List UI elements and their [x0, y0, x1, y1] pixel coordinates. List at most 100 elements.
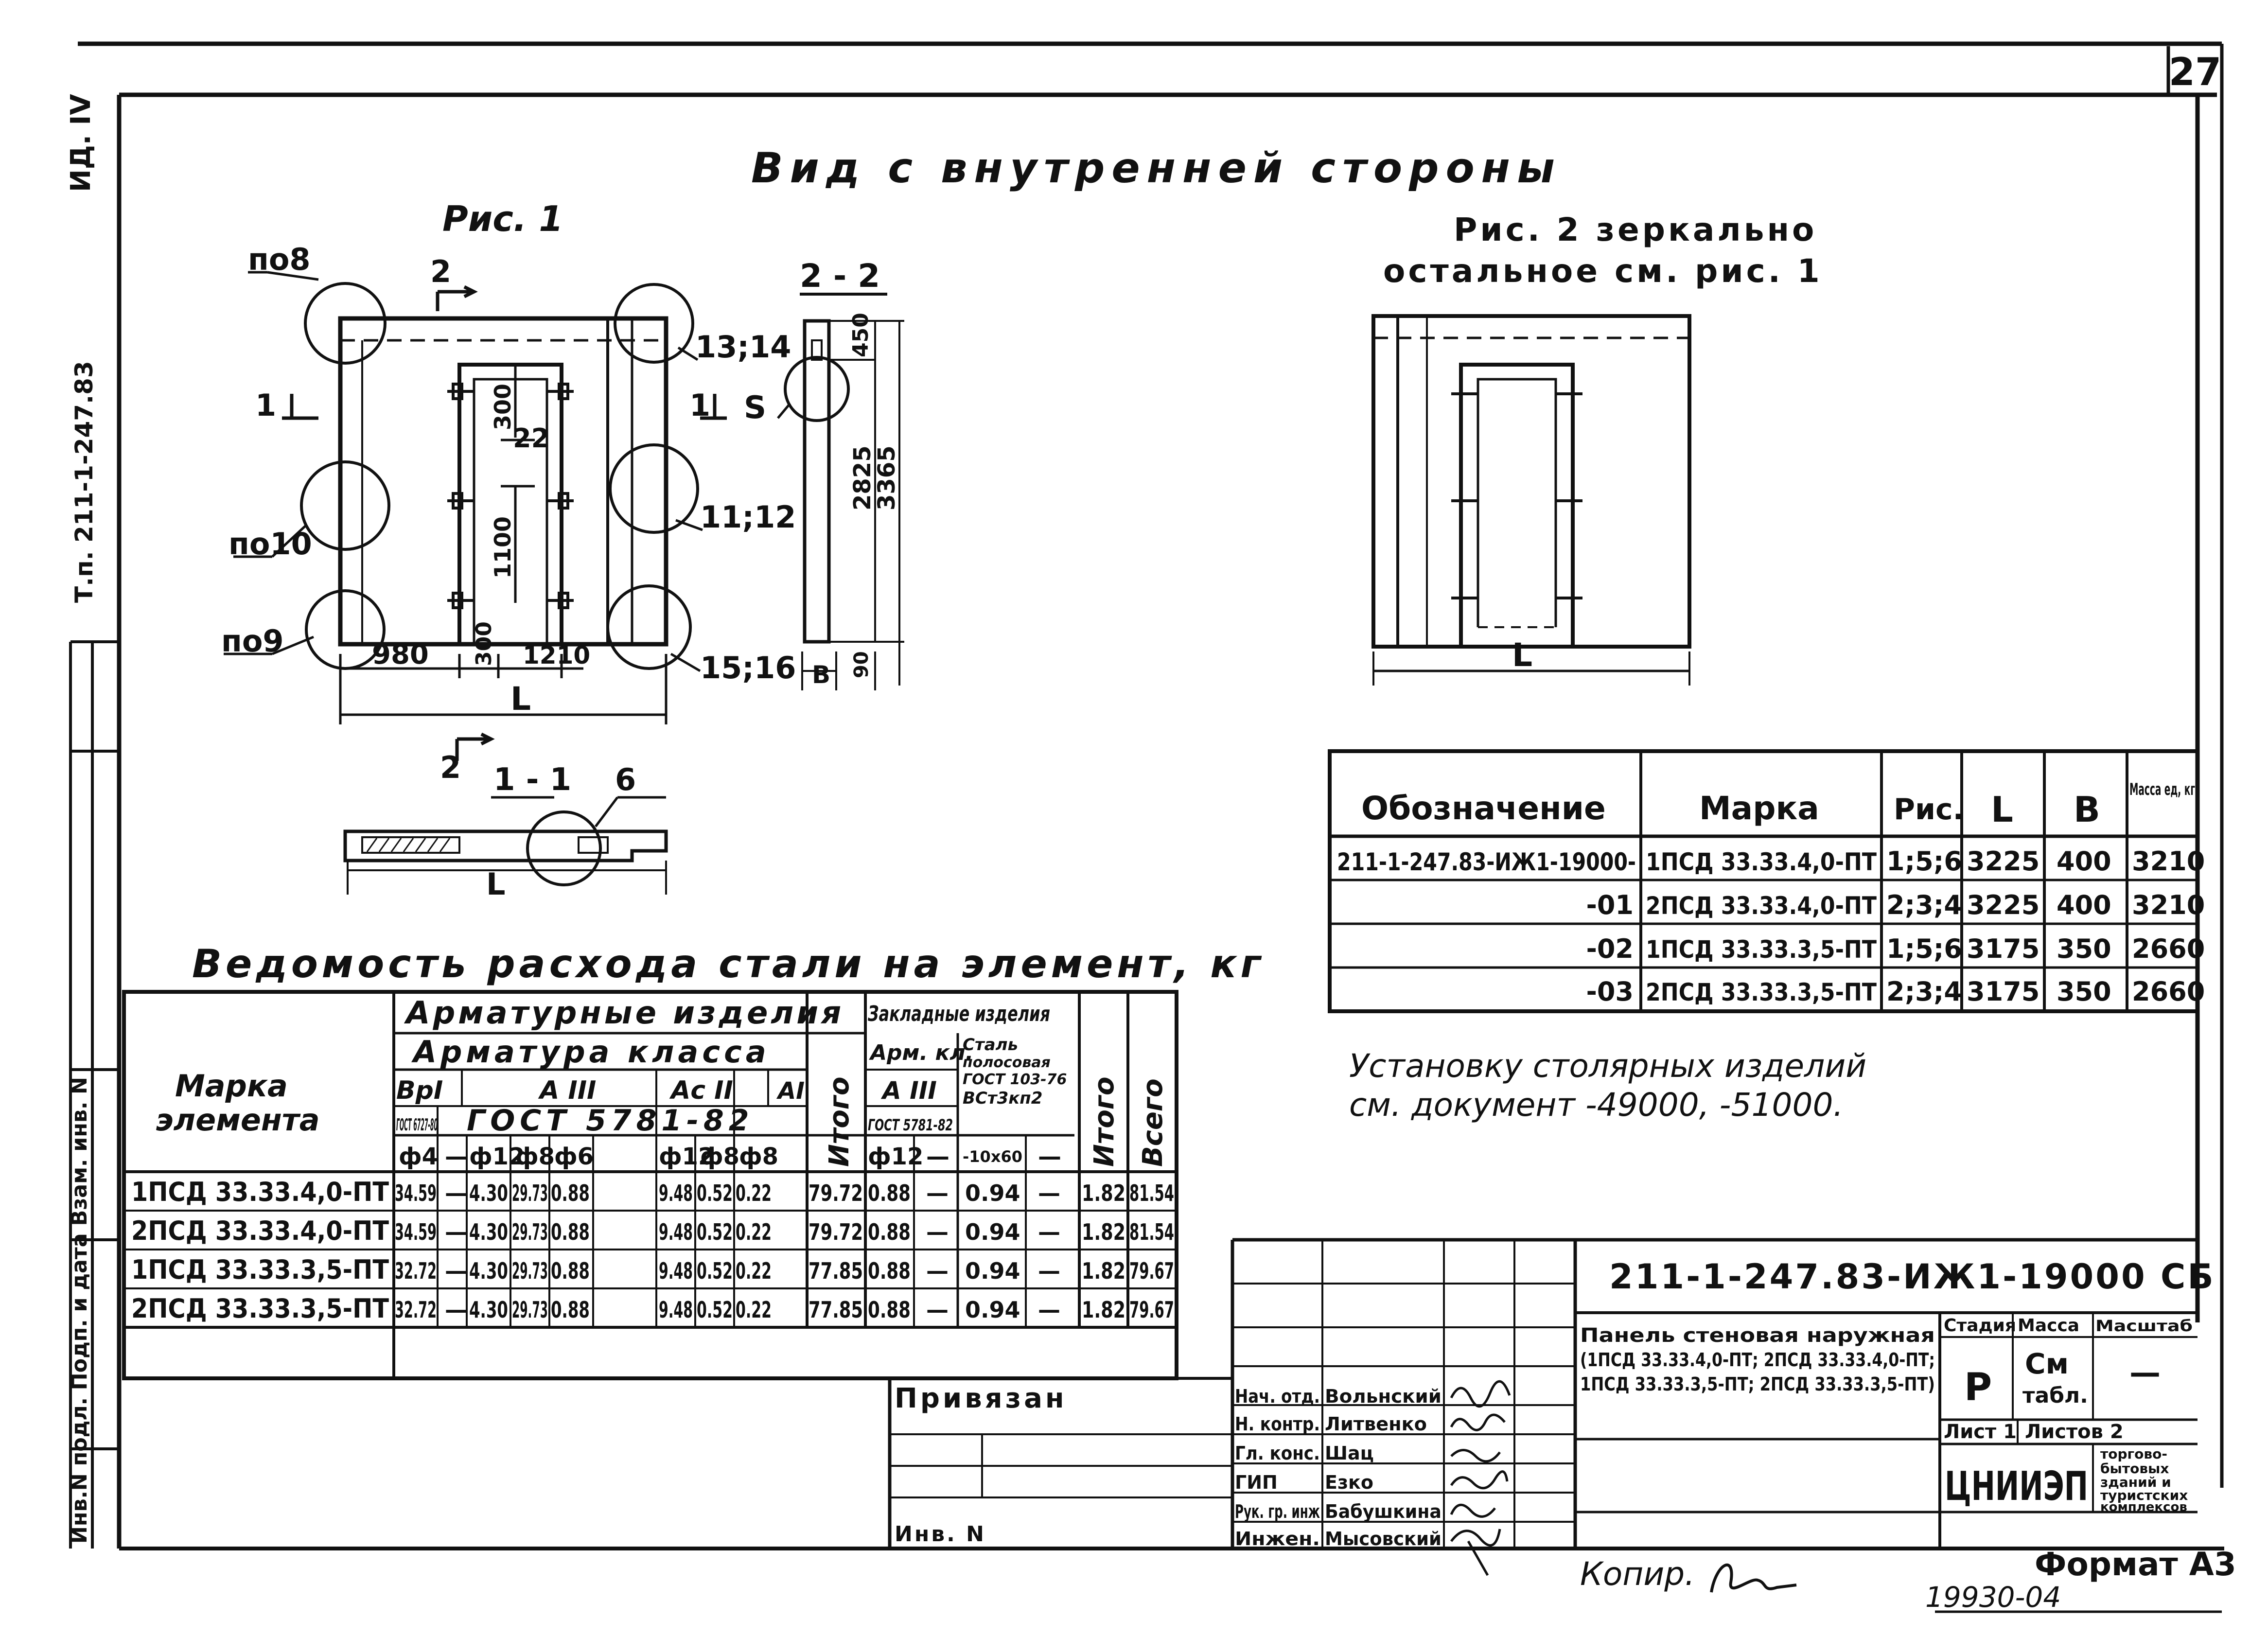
callout-13-14: 13;14	[695, 329, 791, 365]
st-r3-c15: 79.67	[1129, 1297, 1174, 1323]
st-d-3: ф8	[515, 1143, 555, 1170]
st-r2-c4: 29.73	[512, 1258, 548, 1284]
st-d-5: ф12	[659, 1143, 714, 1170]
tb-org-sub-1: торгово-	[2100, 1446, 2167, 1462]
st-h-arm-izd: Арматурные изделия	[404, 995, 844, 1031]
mt-r2-L: 3175	[1967, 933, 2039, 964]
st-r3-mark: 2ПСД 33.33.3,5-ПТ	[131, 1293, 389, 1324]
mt-r0-B: 400	[2057, 846, 2111, 877]
fig2-title-line1: Рис. 2 зеркально	[1454, 211, 1817, 248]
mt-r1-B: 400	[2057, 890, 2111, 920]
st-r1-c8: 0.22	[736, 1219, 772, 1245]
sheet-number: 27	[2169, 51, 2222, 94]
st-r1-c15: 81.54	[1129, 1219, 1174, 1245]
tb-signer-role-3: ГИП	[1235, 1472, 1278, 1493]
st-r3-c9: 77.85	[809, 1297, 863, 1323]
tb-signer-name-0: Вольнский	[1325, 1386, 1442, 1407]
section-2-2-title: 2 - 2	[800, 257, 880, 295]
fig2-title-line2: остальное см. рис. 1	[1383, 252, 1823, 290]
st-r3-c5: 0.88	[551, 1297, 590, 1323]
st-r2-c8: 0.22	[736, 1258, 772, 1284]
tb-stage: Р	[1964, 1366, 1992, 1409]
fig2-dim-L: L	[1512, 636, 1532, 674]
callout-15-16: 15;16	[700, 650, 796, 686]
tb-name-line1: Панель стеновая наружная	[1580, 1324, 1935, 1347]
callout-11-12: 11;12	[700, 499, 796, 535]
mt-r3-L: 3175	[1967, 976, 2039, 1007]
tb-signer-role-1: Н. контр.	[1235, 1413, 1320, 1435]
sheet-frame	[78, 41, 2224, 1550]
mt-r2-fig: 1;5;6	[1886, 933, 1962, 964]
st-r2-c2: —	[445, 1258, 467, 1284]
tb-org-sub-5: комплексов	[2100, 1500, 2187, 1514]
tb-h-mass: Масса	[2018, 1316, 2079, 1336]
st-h-mark-1: Марка	[175, 1068, 288, 1104]
format-label: Формат А3	[2035, 1546, 2236, 1583]
st-r0-c6: 9.48	[659, 1180, 693, 1206]
st-r1-c1: 34.59	[395, 1219, 437, 1245]
tb-mass-2: табл.	[2022, 1383, 2088, 1408]
copy-signature-icon	[1710, 1563, 1797, 1593]
st-r0-c2: —	[445, 1180, 467, 1206]
mt-header-L: L	[1991, 789, 2013, 830]
st-r1-mark: 2ПСД 33.33.4,0-ПТ	[131, 1215, 389, 1246]
st-r3-c8: 0.22	[736, 1297, 772, 1323]
st-r1-c4: 29.73	[512, 1219, 548, 1245]
callout-po9: по9	[221, 623, 284, 659]
tb-inv: Инв. N	[895, 1522, 986, 1547]
view-title: Вид с внутренней стороны	[751, 144, 1562, 193]
mt-header-B: B	[2074, 789, 2100, 830]
st-r0-c11: —	[926, 1180, 949, 1206]
mt-r1-L: 3225	[1967, 890, 2039, 920]
st-r1-c9: 79.72	[809, 1219, 863, 1245]
st-r2-c10: 0.88	[868, 1258, 911, 1284]
steel-table-rows: 1ПСД 33.33.4,0-ПТ 34.59 — 4.30 29.73 0.8…	[131, 1177, 1174, 1324]
st-r3-c12: 0.94	[965, 1297, 1020, 1323]
st-r3-c4: 29.73	[512, 1297, 548, 1323]
mt-r2-mass: 2660	[2132, 933, 2205, 964]
tb-mass-1: См	[2025, 1347, 2069, 1380]
st-d-4: ф6	[554, 1143, 594, 1170]
st-r0-c12: 0.94	[965, 1180, 1020, 1206]
steel-table-header: Марка элемента Арматурные изделия Армату…	[156, 995, 1169, 1167]
tb-signer-name-4: Бабушкина	[1325, 1501, 1442, 1522]
st-r3-c14: 1.82	[1082, 1297, 1125, 1323]
tb-sheets: Листов 2	[2025, 1421, 2124, 1443]
st-r3-c13: —	[1038, 1297, 1060, 1323]
st-h-vsego: Всего	[1137, 1078, 1169, 1167]
st-h-gost3: ГОСТ 5781-82	[868, 1116, 953, 1134]
st-r1-c6: 9.48	[659, 1219, 693, 1245]
tb-h-stage: Стадия	[1944, 1316, 2016, 1336]
st-r2-c6: 9.48	[659, 1258, 693, 1284]
dim-2825: 2825	[849, 445, 876, 510]
st-r0-c7: 0.52	[697, 1180, 733, 1206]
st-r3-c1: 32.72	[395, 1297, 437, 1323]
mt-r3-fig: 2;3;4	[1886, 976, 1962, 1007]
tb-name-line3: 1ПСД 33.33.3,5-ПТ; 2ПСД 33.33.3,5-ПТ)	[1580, 1373, 1935, 1395]
st-r1-c12: 0.94	[965, 1219, 1020, 1245]
st-h-class-vr1: ВрI	[396, 1076, 443, 1105]
steel-table-title: Ведомость расхода стали на элемент, кг	[192, 941, 1265, 986]
copy-label: Копир.	[1580, 1555, 1695, 1593]
st-r2-c11: —	[926, 1258, 949, 1284]
st-h-stal-1: Сталь	[963, 1035, 1018, 1055]
st-r3-c6: 9.48	[659, 1297, 693, 1323]
st-r2-c3: 4.30	[469, 1258, 508, 1284]
tb-signer-role-5: Инжен.	[1235, 1528, 1320, 1549]
dim-1100: 1100	[490, 516, 516, 579]
st-r2-mark: 1ПСД 33.33.3,5-ПТ	[131, 1254, 389, 1285]
tb-name-line2: (1ПСД 33.33.4,0-ПТ; 2ПСД 33.33.4,0-ПТ;	[1580, 1349, 1935, 1371]
tb-scale: —	[2129, 1355, 2161, 1391]
st-r3-c10: 0.88	[868, 1297, 911, 1323]
callout-po8: по8	[248, 242, 311, 277]
st-r0-c5: 0.88	[551, 1180, 590, 1206]
mt-r1-fig: 2;3;4	[1886, 890, 1962, 920]
steel-table-diams: ф4 — ф12 ф8 ф6 ф12 ф8 ф8 ф12 — -10х60 —	[399, 1143, 1061, 1170]
st-r2-c5: 0.88	[551, 1258, 590, 1284]
st-r2-c9: 77.85	[809, 1258, 863, 1284]
tb-org: ЦНИИЭП	[1945, 1463, 2088, 1510]
tb-h-scale: Масштаб	[2095, 1317, 2193, 1335]
st-r2-c1: 32.72	[395, 1258, 437, 1284]
section-mark-2-top: 2	[430, 254, 451, 289]
